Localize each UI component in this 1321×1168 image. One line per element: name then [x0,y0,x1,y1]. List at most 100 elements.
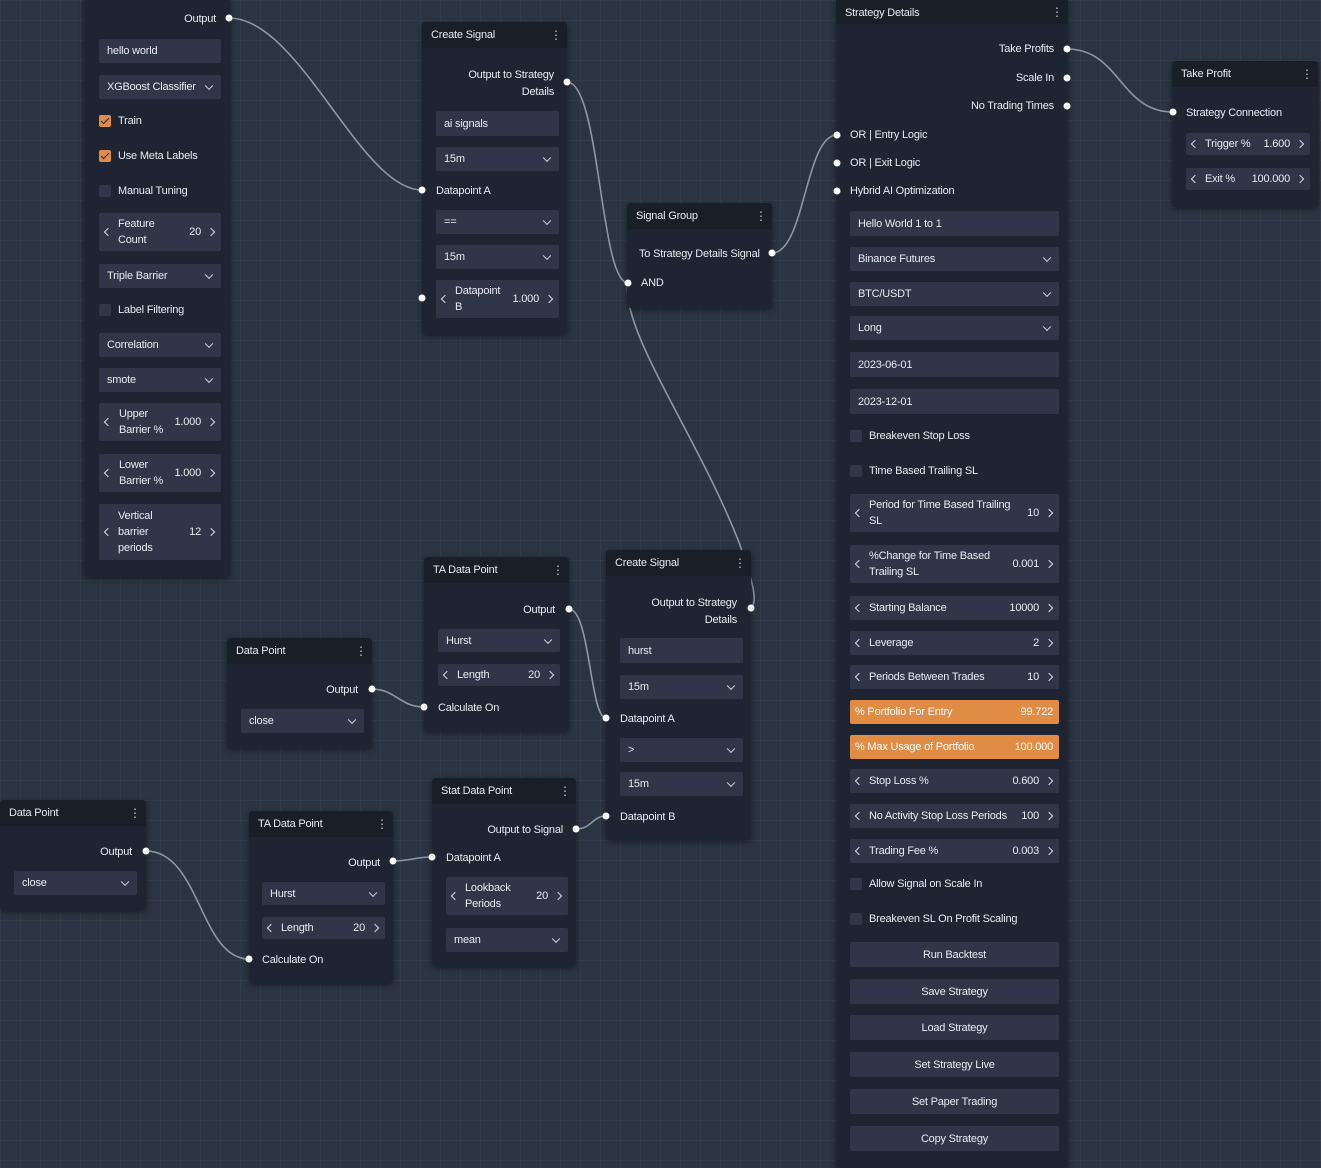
decrement-icon[interactable] [440,294,450,304]
decrement-icon[interactable] [1190,174,1200,184]
kebab-menu-icon[interactable]: ⋮ [376,817,388,831]
increment-icon[interactable] [1044,672,1054,682]
node-header[interactable]: Create Signal⋮ [606,550,751,576]
smote-select[interactable]: smote [99,368,221,392]
indicator-select[interactable]: Hurst [438,629,560,652]
ta1-output-port[interactable] [565,605,573,613]
increment-icon[interactable] [1044,508,1054,518]
timeframe-a-select[interactable]: 15m [436,147,559,171]
increment-icon[interactable] [370,923,380,933]
signal2-datapoint-a-port[interactable] [602,714,610,722]
signal-name-input[interactable]: ai signals [436,111,559,136]
signal1-datapoint-b-port[interactable] [418,294,426,302]
increment-icon[interactable] [1044,603,1054,613]
stop-loss-stepper[interactable]: Stop Loss %0.600 [850,769,1059,793]
model-select[interactable]: XGBoost Classifier [99,75,221,99]
node-header[interactable]: Data Point⋮ [227,638,372,664]
pair-select[interactable]: BTC/USDT [850,282,1059,306]
labeling-select[interactable]: Triple Barrier [99,264,221,288]
dp1-output-port[interactable] [368,685,376,693]
decrement-icon[interactable] [854,846,864,856]
scale-in-port[interactable] [1063,74,1071,82]
set-live-button[interactable]: Set Strategy Live [850,1052,1059,1077]
strategy-connection-port[interactable] [1169,108,1177,116]
decrement-icon[interactable] [450,891,460,901]
no-trading-times-port[interactable] [1063,102,1071,110]
signal2-datapoint-b-port[interactable] [602,812,610,820]
exchange-select[interactable]: Binance Futures [850,247,1059,271]
decrement-icon[interactable] [854,559,864,569]
signal2-output-port[interactable] [747,604,755,612]
operator-select[interactable]: > [620,738,743,762]
decrement-icon[interactable] [854,638,864,648]
decrement-icon[interactable] [854,672,864,682]
upper-barrier-stepper[interactable]: Upper Barrier %1.000 [99,403,221,441]
node-header[interactable]: Strategy Details⋮ [836,0,1068,24]
node-header[interactable]: TA Data Point⋮ [424,557,569,583]
decrement-icon[interactable] [103,468,113,478]
take-profits-port[interactable] [1063,45,1071,53]
load-strategy-button[interactable]: Load Strategy [850,1015,1059,1040]
source-select[interactable]: close [241,709,364,733]
kebab-menu-icon[interactable]: ⋮ [755,209,767,223]
end-date-input[interactable]: 2023-12-01 [850,389,1059,414]
increment-icon[interactable] [1044,811,1054,821]
increment-icon[interactable] [544,294,554,304]
decrement-icon[interactable] [854,776,864,786]
train-checkbox[interactable] [99,115,111,127]
operator-select[interactable]: == [436,210,559,234]
start-date-input[interactable]: 2023-06-01 [850,352,1059,377]
trigger-stepper[interactable]: Trigger %1.600 [1186,133,1310,155]
strategy-name-input[interactable]: Hello World 1 to 1 [850,211,1059,236]
increment-icon[interactable] [206,468,216,478]
increment-icon[interactable] [206,417,216,427]
timeframe-b-select[interactable]: 15m [620,772,743,796]
kebab-menu-icon[interactable]: ⋮ [129,806,141,820]
source-select[interactable]: close [14,871,137,895]
kebab-menu-icon[interactable]: ⋮ [559,784,571,798]
decrement-icon[interactable] [266,923,276,933]
node-header[interactable]: TA Data Point⋮ [249,811,393,837]
node-header[interactable]: Stat Data Point⋮ [432,778,576,804]
increment-icon[interactable] [1044,846,1054,856]
increment-icon[interactable] [1044,559,1054,569]
exit-logic-port[interactable] [833,159,841,167]
meta-labels-checkbox[interactable] [99,150,111,162]
node-header[interactable]: Signal Group⋮ [627,203,772,229]
lower-barrier-stepper[interactable]: Lower Barrier %1.000 [99,454,221,492]
kebab-menu-icon[interactable]: ⋮ [552,563,564,577]
set-paper-button[interactable]: Set Paper Trading [850,1089,1059,1114]
increment-icon[interactable] [1044,638,1054,648]
run-backtest-button[interactable]: Run Backtest [850,942,1059,967]
increment-icon[interactable] [1044,776,1054,786]
stat-select[interactable]: mean [446,928,568,952]
text-input[interactable]: hello world [99,39,221,63]
group-and-port[interactable] [624,279,632,287]
kebab-menu-icon[interactable]: ⋮ [355,644,367,658]
stat-datapoint-a-port[interactable] [428,853,436,861]
kebab-menu-icon[interactable]: ⋮ [734,556,746,570]
allow-signal-checkbox[interactable] [850,878,862,890]
signal1-output-port[interactable] [563,78,571,86]
breakeven-scaling-checkbox[interactable] [850,913,862,925]
decrement-icon[interactable] [854,811,864,821]
decrement-icon[interactable] [103,227,113,237]
increment-icon[interactable] [1295,139,1305,149]
decrement-icon[interactable] [854,603,864,613]
dp2-output-port[interactable] [142,847,150,855]
ta1-calc-port[interactable] [420,703,428,711]
increment-icon[interactable] [206,227,216,237]
kebab-menu-icon[interactable]: ⋮ [1051,5,1063,19]
copy-strategy-button[interactable]: Copy Strategy [850,1126,1059,1151]
decrement-icon[interactable] [103,417,113,427]
trading-fee-stepper[interactable]: Trading Fee %0.003 [850,839,1059,863]
